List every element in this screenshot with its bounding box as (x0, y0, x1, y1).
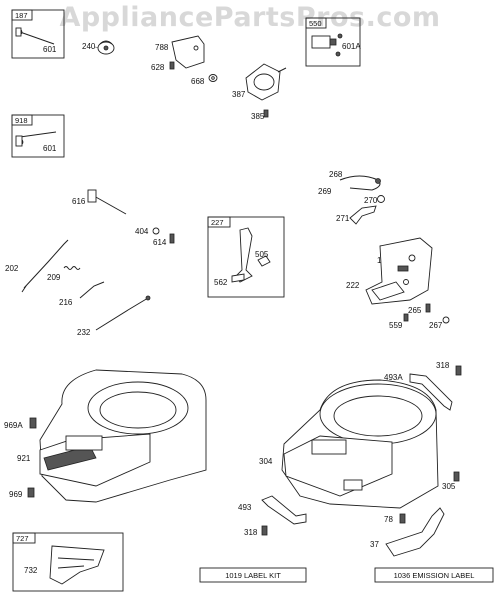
label-668: 668 (191, 77, 205, 86)
label-202: 202 (5, 264, 19, 273)
label-232: 232 (77, 328, 91, 337)
label-318-b: 318 (244, 528, 258, 537)
label-kit-text: 1019 LABEL KIT (225, 571, 281, 580)
part-628[interactable]: 628 (151, 61, 175, 72)
label-216: 216 (59, 298, 73, 307)
part-404[interactable]: 404 (135, 227, 160, 236)
box-227-label: 227 (211, 218, 224, 227)
part-616[interactable]: 616 (72, 189, 127, 215)
label-267: 267 (429, 321, 443, 330)
label-387: 387 (232, 90, 246, 99)
part-216[interactable]: 216 (59, 281, 105, 307)
label-78: 78 (384, 515, 393, 524)
label-kit-box[interactable]: 1019 LABEL KIT (199, 567, 307, 583)
label-271: 271 (336, 214, 350, 223)
part-267[interactable]: 267 (429, 316, 450, 330)
label-505[interactable]: 505 (255, 250, 269, 259)
label-209: 209 (47, 273, 61, 282)
part-305[interactable]: 305 (442, 471, 460, 491)
fuel-solenoid-icon (311, 33, 343, 57)
label-921: 921 (17, 454, 31, 463)
label-304: 304 (259, 457, 273, 466)
label-385: 385 (251, 112, 265, 121)
part-493A-bracket[interactable]: 493A (384, 373, 453, 411)
box-187[interactable]: 187 601 (11, 9, 65, 59)
box-918[interactable]: 918 601 (11, 114, 65, 158)
part-37-baffle[interactable]: 37 (370, 507, 445, 557)
part-668[interactable]: 668 (191, 74, 218, 87)
label-788: 788 (155, 43, 169, 52)
label-404: 404 (135, 227, 149, 236)
label-601A[interactable]: 601A (342, 42, 361, 51)
part-268-269-cable[interactable]: 268 269 (318, 170, 381, 196)
label-240: 240 (82, 42, 96, 51)
part-78[interactable]: 78 (384, 513, 406, 524)
label-601-b[interactable]: 601 (43, 144, 57, 153)
box-550-label: 550 (309, 19, 322, 28)
box-727-label: 727 (16, 534, 29, 543)
part-202[interactable]: 202 (5, 239, 69, 293)
part-387-fuel-pump[interactable]: 387 (232, 63, 287, 101)
label-614: 614 (153, 238, 167, 247)
part-788[interactable]: 788 (155, 35, 205, 69)
emission-label-box[interactable]: 1036 EMISSION LABEL (374, 567, 494, 583)
label-559: 559 (389, 321, 403, 330)
label-305: 305 (442, 482, 456, 491)
box-227[interactable]: 227 505 562 (207, 216, 285, 298)
box-727[interactable]: 727 732 (12, 532, 124, 592)
box-918-label: 918 (15, 116, 28, 125)
label-493: 493 (238, 503, 252, 512)
part-614[interactable]: 614 (153, 233, 175, 247)
label-732[interactable]: 732 (24, 566, 38, 575)
part-209-spring[interactable]: 209 (47, 266, 81, 283)
part-232[interactable]: 232 (77, 295, 151, 337)
part-304-blower-housing[interactable]: 304 (259, 379, 439, 509)
control-lever-icon (231, 227, 271, 283)
part-318-b[interactable]: 318 (244, 525, 268, 537)
label-222: 222 (346, 281, 360, 290)
label-969A: 969A (4, 421, 23, 430)
part-222-bracket[interactable]: 188 222 (346, 237, 433, 305)
label-269: 269 (318, 187, 332, 196)
part-271[interactable]: 271 (336, 205, 377, 225)
primer-tube-icon (15, 27, 55, 45)
label-628: 628 (151, 63, 165, 72)
label-270: 270 (364, 196, 378, 205)
box-550[interactable]: 550 601A (305, 17, 361, 67)
label-616: 616 (72, 197, 86, 206)
label-562[interactable]: 562 (214, 278, 228, 287)
part-265[interactable]: 265 (408, 303, 431, 315)
label-493A: 493A (384, 373, 403, 382)
fuel-line-icon (15, 131, 57, 147)
box-187-label: 187 (15, 11, 28, 20)
part-969A[interactable]: 969A (4, 417, 37, 430)
label-268: 268 (329, 170, 343, 179)
part-559[interactable]: 559 (389, 313, 409, 330)
part-493-bracket[interactable]: 493 (238, 495, 307, 525)
emission-label-text: 1036 EMISSION LABEL (394, 571, 475, 580)
part-969[interactable]: 969 (9, 487, 35, 499)
watermark: AppliancePartsPros.com (59, 2, 441, 33)
part-921-blower-housing[interactable]: 921 (17, 369, 207, 503)
label-318-a: 318 (436, 361, 450, 370)
part-318-a[interactable]: 318 (436, 361, 462, 376)
label-265: 265 (408, 306, 422, 315)
label-969: 969 (9, 490, 23, 499)
label-37: 37 (370, 540, 379, 549)
air-guide-icon (49, 545, 105, 585)
part-240[interactable]: 240 (82, 40, 115, 55)
part-270[interactable]: 270 (364, 195, 385, 206)
label-601[interactable]: 601 (43, 45, 57, 54)
part-385[interactable]: 385 (251, 109, 269, 121)
